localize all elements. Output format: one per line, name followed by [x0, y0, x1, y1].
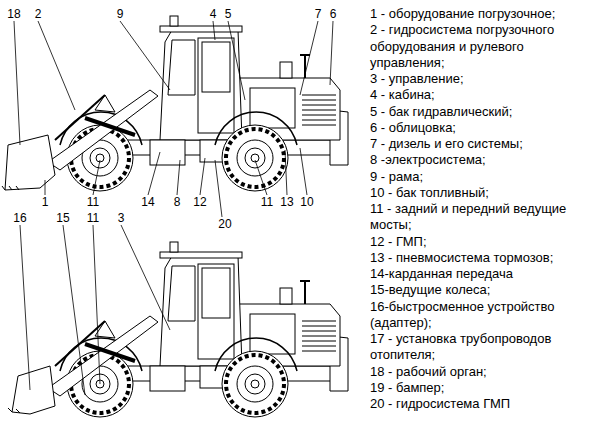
callout-number: 14 [140, 196, 155, 208]
part-list-item: 8 -электросистема; [370, 152, 592, 168]
part-list-item: 5 - бак гидравлический; [370, 104, 592, 120]
callout-number: 4 [209, 8, 218, 20]
parts-list: 1 - оборудование погрузочное;2 - гидроси… [370, 6, 592, 412]
callout-number: 13 [279, 196, 294, 208]
part-list-item: 19 - бампер; [370, 380, 592, 396]
part-list-item: 9 - рама; [370, 169, 592, 185]
part-list-item: 2 - гидросистема погрузочного оборудован… [370, 22, 592, 71]
callout-number: 16 [12, 212, 27, 224]
part-list-item: 20 - гидросистема ГМП [370, 396, 592, 412]
callout-number: 2 [34, 8, 43, 20]
part-list-item: 4 - кабина; [370, 87, 592, 103]
part-list-item: 11 - задний и передний ведущие мосты; [370, 201, 592, 234]
part-list-item: 13 - пневмосистема тормозов; [370, 250, 592, 266]
callout-number: 6 [329, 8, 338, 20]
callout-number: 15 [55, 212, 70, 224]
part-list-item: 12 - ГМП; [370, 234, 592, 250]
callout-number: 5 [224, 8, 233, 20]
part-list-item: 7 - дизель и его системы; [370, 136, 592, 152]
callout-number: 10 [299, 196, 314, 208]
part-list-item: 6 - облицовка; [370, 120, 592, 136]
callout-number: 18 [6, 8, 21, 20]
part-list-item: 3 - управление; [370, 71, 592, 87]
part-list-item: 15-ведущие колеса; [370, 282, 592, 298]
callout-number: 11 [86, 196, 100, 208]
part-list-item: 18 - рабочий орган; [370, 364, 592, 380]
callout-number: 20 [217, 218, 232, 230]
callout-number: 7 [314, 8, 323, 20]
part-list-item: 1 - оборудование погрузочное; [370, 6, 592, 22]
callout-number: 12 [192, 196, 207, 208]
callout-number: 8 [173, 196, 182, 208]
callout-number: 11 [86, 212, 100, 224]
callout-number: 3 [117, 212, 126, 224]
part-list-item: 10 - бак топливный; [370, 185, 592, 201]
callout-number: 9 [116, 8, 125, 20]
part-list-item: 14-карданная передача [370, 266, 592, 282]
callout-number: 11 [260, 196, 274, 208]
part-list-item: 16-быстросменное устройство (адаптер); [370, 299, 592, 332]
callout-number: 1 [41, 196, 50, 208]
part-list-item: 17 - установка трубопроводов отопителя; [370, 331, 592, 364]
